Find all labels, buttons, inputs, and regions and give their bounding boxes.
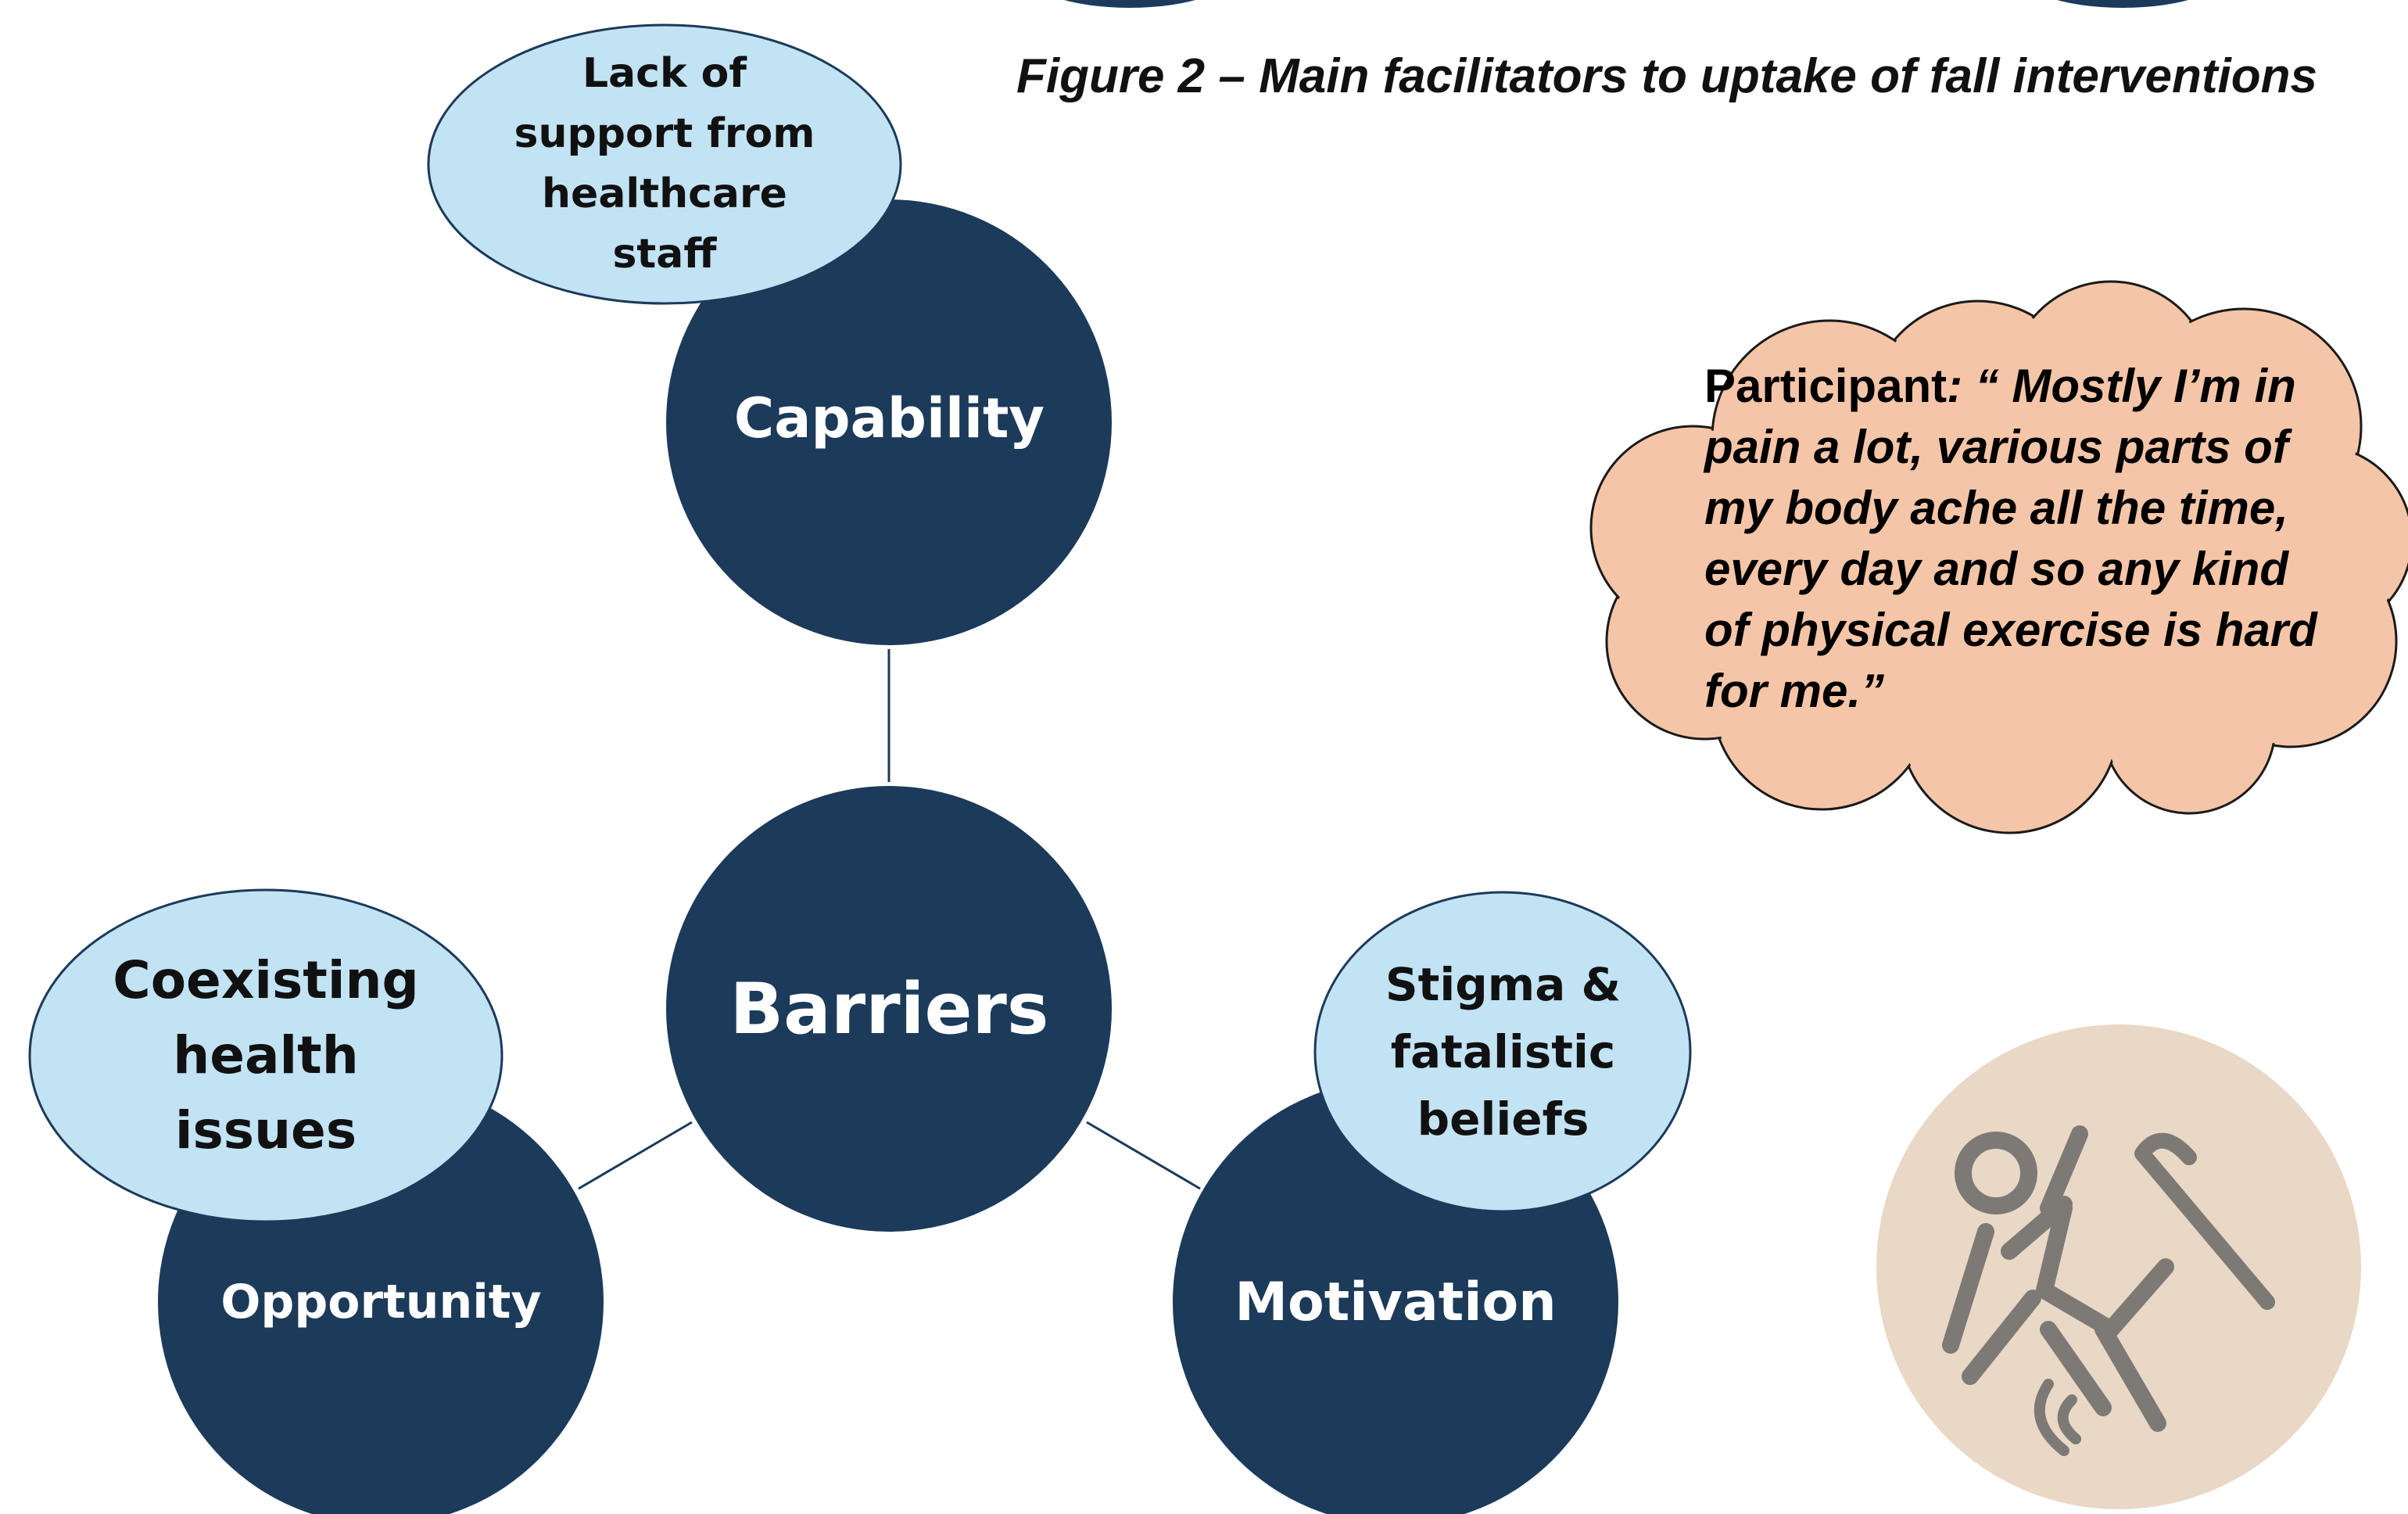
motivation-label: Motivation (1234, 1271, 1557, 1333)
capability-label: Capability (733, 386, 1045, 450)
partial-node-top-left (1064, 0, 1195, 8)
motivation-sub-node (1313, 891, 1692, 1213)
connector-motivation (1086, 1121, 1201, 1190)
capability-sub-node (427, 23, 902, 305)
quote-cloud (1589, 280, 2408, 834)
opportunity-sub-label: Coexisting health issues (113, 950, 419, 1161)
figure-caption: Figure 2 – Main facilitators to uptake o… (1016, 49, 2317, 103)
motivation-sub-label: Stigma & fatalistic beliefs (1385, 958, 1621, 1146)
opportunity-sub-node (28, 888, 503, 1223)
quote-text: : “ Mostly I’m in pain a lot, various pa… (1704, 360, 2317, 717)
opportunity-label: Opportunity (220, 1275, 542, 1329)
barriers-hub-node (666, 786, 1112, 1232)
quote-speaker: Participant (1704, 360, 1948, 412)
participant-quote: Participant: “ Mostly I’m in pain a lot,… (1704, 356, 2330, 722)
connector-opportunity (578, 1121, 693, 1190)
partial-node-top-right (2057, 0, 2188, 8)
capability-node (666, 199, 1112, 645)
capability-sub-label: Lack of support from healthcare staff (514, 50, 815, 278)
falling-person-with-cane-icon (1876, 1024, 2361, 1509)
barriers-hub-label: Barriers (729, 967, 1049, 1050)
